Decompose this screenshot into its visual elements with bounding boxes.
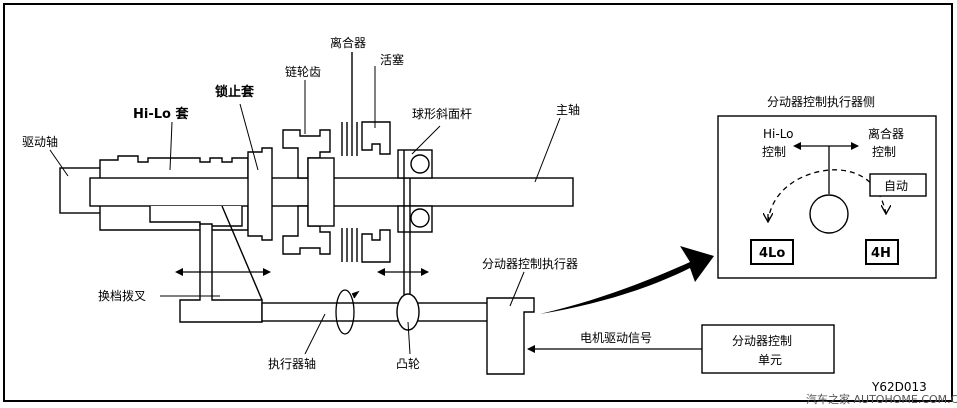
clutch-plates-upper	[341, 52, 358, 156]
inset-clutch-1: 离合器	[868, 126, 904, 141]
inset-dashed-arc	[767, 169, 886, 223]
inset-hi-lo-1: Hi-Lo	[763, 127, 794, 141]
inset-clutch-2: 控制	[872, 145, 896, 159]
label-drive-shaft: 驱动轴	[22, 134, 58, 149]
clutch-plates-lower	[341, 228, 358, 262]
drive-shaft-assembly	[59, 129, 574, 255]
inset-4lo-box	[750, 239, 794, 265]
inset-auto-label: 自动	[884, 179, 908, 193]
piston	[361, 121, 391, 263]
inset-4h-label: 4H	[871, 246, 891, 261]
control-unit-box	[701, 324, 835, 374]
inset-title: 分动器控制执行器侧	[767, 95, 875, 109]
lock-sleeve-body	[247, 147, 273, 241]
label-sprocket: 链轮齿	[285, 64, 321, 79]
sprocket-body	[282, 129, 331, 179]
inset-hi-lo-2: 控制	[762, 145, 786, 159]
leader-lines	[49, 66, 561, 355]
figure-border	[3, 3, 953, 402]
label-actuator-shaft: 执行器轴	[268, 356, 316, 371]
label-main-shaft: 主轴	[556, 102, 580, 117]
actuator-box	[486, 297, 535, 375]
label-lock-sleeve: 锁止套	[215, 84, 255, 100]
label-ball-ramp: 球形斜面杆	[412, 107, 472, 121]
inset-4lo-label: 4Lo	[759, 246, 785, 261]
big-pointer-arrow	[540, 246, 714, 314]
actuator-shaft	[261, 302, 491, 322]
sprocket-hub	[307, 157, 335, 227]
inset-auto-box	[869, 173, 927, 197]
label-piston: 活塞	[380, 52, 404, 67]
label-hi-lo-sleeve: Hi-Lo 套	[133, 106, 189, 122]
watermark: 汽车之家 AUTOHOME.COM.CN	[806, 392, 957, 406]
label-motor-signal: 电机驱动信号	[580, 331, 652, 345]
rotation-arrow	[335, 289, 360, 335]
label-shift-fork: 换档拨叉	[98, 289, 146, 303]
label-cam: 凸轮	[396, 357, 420, 371]
label-control-unit-1: 分动器控制	[732, 334, 792, 348]
figure-code: Y62D013	[871, 380, 927, 394]
inset-4h-box	[865, 239, 899, 265]
label-transfer-actuator: 分动器控制执行器	[482, 257, 578, 271]
ball-ramp	[397, 149, 433, 312]
inset-rotor	[809, 194, 849, 234]
label-clutch: 离合器	[330, 35, 366, 50]
label-control-unit-2: 单元	[758, 353, 782, 367]
